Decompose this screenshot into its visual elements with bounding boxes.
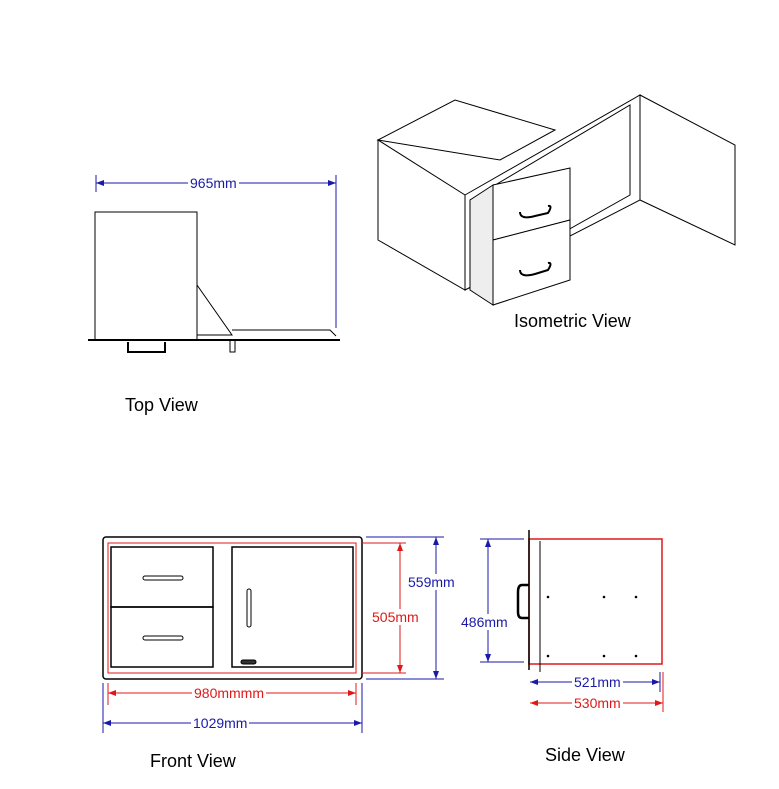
front-inner-width-dimension: 980mmmm [192,685,267,701]
front-outer-height-dimension: 559mm [406,574,457,590]
front-outer-width-dimension: 1029mm [191,715,250,731]
top-view-title: Top View [125,395,198,415]
side-outer-depth-dimension: 530mm [572,695,623,711]
front-view-title: Front View [150,751,236,771]
top-width-dimension: 965mm [188,175,239,191]
isometric-view-drawing [376,94,736,306]
top-view-drawing [88,175,340,353]
front-inner-height-dimension: 505mm [370,609,421,625]
side-inner-depth-dimension: 521mm [572,674,623,690]
isometric-view-title: Isometric View [514,311,631,331]
front-view-drawing [102,536,444,733]
side-view-title: Side View [545,745,625,765]
side-height-dimension: 486mm [459,614,510,630]
